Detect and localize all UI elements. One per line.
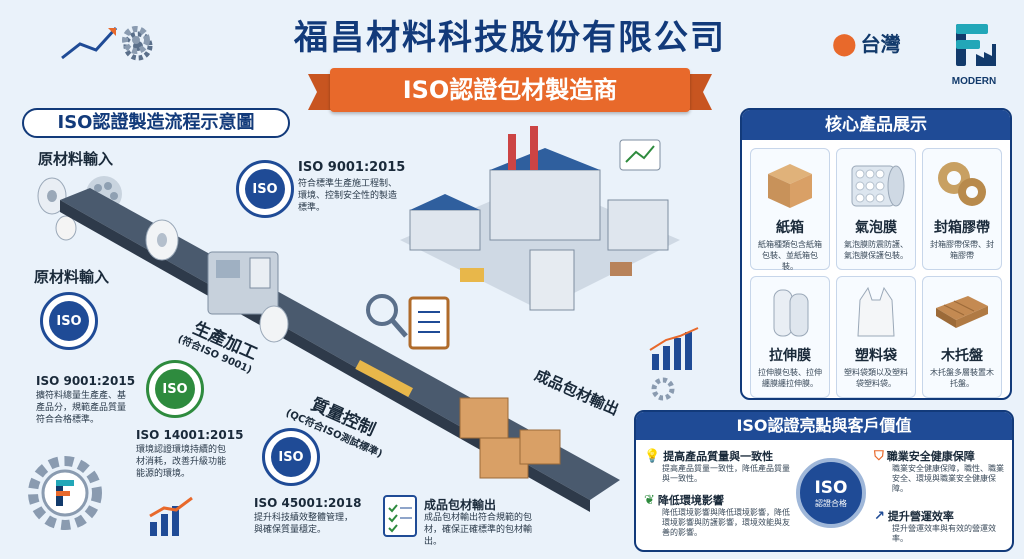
benefit-quality: 💡提高產品質量與一致性 提高產品質量一致性，降低產品質量與一致性。 (644, 449, 790, 483)
output-title: 成品包材輸出 (424, 498, 497, 512)
products-title: 核心產品展示 (742, 110, 1010, 140)
checklist-icon (383, 495, 417, 537)
bubble-wrap-icon (851, 165, 905, 207)
logo-mark-icon (956, 24, 996, 66)
tape-roll-icon (938, 162, 986, 206)
gear-logo-icon (28, 456, 102, 530)
benefit-safety: ⛉職業安全健康保障 職業安全健康保障，職性、職業安全、環境與職業安全健康保障。 (874, 449, 1004, 493)
raw-material-rolls-icon (37, 176, 122, 241)
output-diag-label: 成品包材輸出 (531, 365, 622, 419)
products-panel: 核心產品展示 紙箱 紙箱種類包含紙箱包裝、並紙箱包裝。 (740, 108, 1012, 400)
gear-icon (122, 26, 150, 54)
iso14001-desc: 環境認證環境持續的包材消耗，改善升級功能能源的環境。 (136, 445, 227, 479)
iso-certified-badge: ISO 認證合格 (796, 458, 866, 528)
leaf-icon: ❦ (644, 493, 655, 508)
company-title: 福昌材料科技股份有限公司 (294, 18, 726, 58)
product-card-plastic-bag[interactable]: 塑料袋 塑料袋類以及塑料袋塑料袋。 (836, 276, 916, 398)
product-card-tape[interactable]: 封箱膠帶 封箱膠帶保帶、封箱膠帶 (922, 148, 1002, 270)
product-card-stretch-film[interactable]: 拉伸膜 拉伸膜包裝、拉伸纏膜纏拉伸膜。 (750, 276, 830, 398)
iso45001-title: ISO 45001:2018 (254, 496, 362, 510)
benefit-environment: ❦降低環境影響 降低環境影響與降低環境影響，降低環境影響與防護影響，環境效能與友… (644, 493, 790, 537)
wooden-pallet-icon (936, 296, 988, 328)
iso9001-left-desc: 擴符料總量生產產、基產品分，規範產品質量符合合格標準。 (36, 391, 127, 425)
raw-material-label-1: 原材料輸入 (38, 150, 114, 168)
output-desc: 成品包材輸出符合規範的包材，確保正確標準的包材輸出。 (424, 513, 533, 547)
factory-illustration (400, 126, 680, 311)
stretch-film-icon (773, 289, 809, 337)
iso9001-top-title: ISO 9001:2015 (298, 160, 406, 175)
map-pin-icon: ⬤ (832, 32, 857, 57)
product-card-pallet[interactable]: 木托盤 木托盤多層裝置木托盤。 (922, 276, 1002, 398)
iso-ribbon: ISO認證包材製造商 (330, 68, 690, 112)
location-label: ⬤台灣 (832, 32, 901, 57)
gear-icon-small (651, 377, 675, 401)
iso-values-title: ISO認證亮點與客戶價值 (636, 412, 1012, 440)
growth-chart-icon (649, 327, 699, 370)
raw-material-label-2: 原材料輸入 (34, 268, 110, 286)
iso-values-panel: ISO認證亮點與客戶價值 💡提高產品質量與一致性 提高產品質量一致性，降低產品質… (634, 410, 1014, 552)
iso14001-seal: ISO (146, 360, 204, 418)
iso9001-seal-left: ISO (40, 292, 98, 350)
iso9001-left-title: ISO 9001:2015 (36, 374, 136, 388)
iso45001-desc: 提升科技績效整體管理，與確保質量穩定。 (254, 513, 354, 535)
cardboard-box-icon (768, 164, 812, 208)
lightbulb-icon: 💡 (644, 449, 661, 464)
trend-up-icon: ↗ (874, 509, 885, 524)
plastic-bag-icon (857, 286, 895, 337)
bar-chart-icon (149, 496, 193, 536)
flow-section-title: ISO認證製造流程示意圖 (22, 108, 290, 138)
product-card-box[interactable]: 紙箱 紙箱種類包含紙箱包裝、並紙箱包裝。 (750, 148, 830, 271)
iso45001-seal: ISO (262, 428, 320, 486)
product-card-bubble-wrap[interactable]: 氣泡膜 氣泡膜防震防護、氣泡膜保護包裝。 (836, 148, 916, 270)
iso14001-title: ISO 14001:2015 (136, 428, 244, 442)
iso9001-seal-top: ISO (236, 160, 294, 218)
benefit-efficiency: ↗提升營運效率 提升營運效率與有效的營運效率。 (874, 509, 996, 543)
modern-logo: MODERN (944, 18, 1004, 87)
shield-icon: ⛉ (874, 449, 884, 464)
